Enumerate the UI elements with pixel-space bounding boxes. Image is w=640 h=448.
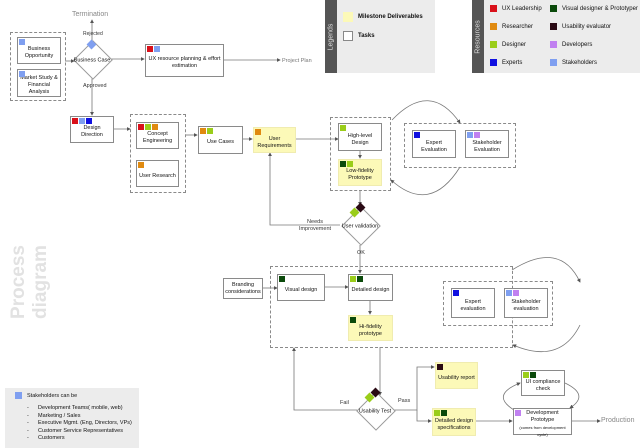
high-level-design-node[interactable]: High-level Design	[338, 123, 382, 151]
resources-heading: Resources	[472, 0, 484, 73]
low-fidelity-prototype-node[interactable]: Low-fidelity Prototype	[338, 159, 382, 186]
user-validation-label: User validation	[341, 223, 379, 230]
node-label: Market Study & Financial Analysis	[20, 75, 58, 95]
evaluation-group	[404, 123, 516, 168]
ok-label: OK	[357, 250, 365, 256]
branding-considerations-node[interactable]: Branding considerations	[223, 278, 263, 299]
expert-evaluation-node[interactable]: Expert Evaluation	[412, 130, 456, 158]
evaluation-group-2	[443, 281, 553, 326]
resource-developers: Developers	[550, 41, 592, 48]
business-case-label: Business Case	[73, 57, 111, 64]
user-requirements-node[interactable]: User Requirements	[253, 127, 296, 153]
approved-label: Approved	[83, 83, 107, 89]
node-label: Use Cases	[207, 139, 234, 145]
stakeholders-list: - Development Teams( mobile, web) - Mark…	[27, 405, 132, 443]
stakeholders-swatch	[19, 39, 25, 45]
stakeholder-evaluation-node[interactable]: Stakeholder Evaluation	[465, 130, 509, 158]
usability-test-label: Usability Test	[358, 408, 392, 415]
resource-ux-leadership: UX Leadership	[490, 5, 542, 12]
user-research-node[interactable]: User Research	[136, 160, 179, 187]
stakeholders-heading: Stakeholders can be	[27, 393, 78, 399]
termination-label: Termination	[72, 11, 109, 18]
production-label: Production	[601, 417, 635, 424]
hi-fidelity-prototype-node[interactable]: Hi-fidelity prototype	[348, 315, 393, 341]
stakeholder-evaluation-node-2[interactable]: Stakeholder evaluation	[504, 288, 548, 318]
node-label: Development Prototype	[526, 410, 559, 423]
node-label: Usability report	[438, 374, 475, 381]
node-label: Detailed design	[351, 286, 390, 293]
detailed-design-node[interactable]: Detailed design	[348, 274, 393, 301]
list-item: - Marketing / Sales	[27, 412, 81, 419]
node-label: UX resource planning & effort estimation	[148, 56, 221, 69]
development-prototype-node[interactable]: Development Prototype (comes from develop…	[513, 408, 572, 437]
node-label: Expert evaluation	[460, 298, 486, 312]
ui-compliance-check-node[interactable]: UI compliance check	[521, 370, 565, 396]
stakeholders-note: Stakeholders can be - Development Teams(…	[5, 388, 139, 448]
resource-stakeholders: Stakeholders	[550, 59, 597, 66]
resource-researcher: Researcher	[490, 23, 533, 30]
resource-experts: Experts	[490, 59, 522, 66]
expert-evaluation-node-2[interactable]: Expert evaluation	[451, 288, 495, 318]
node-label: Business Opportunity	[24, 46, 54, 59]
node-label: UI compliance check	[525, 378, 561, 392]
market-study-node[interactable]: Market Study & Financial Analysis	[17, 69, 61, 97]
node-label: User Research	[139, 172, 176, 179]
resource-designer: Designer	[490, 41, 526, 48]
node-label: Concept Engineering	[142, 131, 173, 144]
legend-item-tasks: Tasks	[343, 31, 375, 41]
prototype-group	[330, 117, 391, 191]
stakeholders-swatch	[19, 71, 25, 77]
resources-panel: Resources UX Leadership Researcher Desig…	[472, 0, 640, 73]
list-item: - Customers	[27, 435, 65, 442]
node-label: Stakeholder evaluation	[511, 298, 541, 312]
node-note: (comes from development cycle)	[519, 425, 566, 437]
rejected-label: Rejected	[83, 31, 103, 37]
business-opportunity-node[interactable]: Business Opportunity	[17, 37, 61, 64]
usability-report-node[interactable]: Usability report	[435, 362, 478, 389]
resource-usability-evaluator: Usability evaluator	[550, 23, 611, 30]
node-label: User Requirements	[257, 135, 292, 149]
project-plan-label: Project Plan	[282, 58, 312, 64]
legend-item-milestone: Milestone Deliverables	[343, 12, 423, 22]
legend-heading: Legends	[325, 0, 337, 73]
stakeholders-swatch	[15, 392, 22, 399]
detailed-design-specifications-node[interactable]: Detailed design specifications	[432, 408, 476, 436]
needs-improvement-label: Needs Improvement	[298, 219, 332, 232]
list-item: - Development Teams( mobile, web)	[27, 405, 123, 411]
node-label: High-level Design	[347, 132, 373, 146]
visual-design-node[interactable]: Visual design	[277, 274, 325, 301]
ux-resource-planning-node[interactable]: UX resource planning & effort estimation	[145, 44, 224, 77]
research-group	[130, 114, 186, 193]
design-direction-node[interactable]: Design Direction	[70, 116, 114, 143]
node-label: Branding considerations	[225, 281, 261, 295]
pass-label: Pass	[398, 398, 411, 404]
fail-label: Fail	[340, 400, 349, 406]
node-label: Expert Evaluation	[421, 139, 447, 153]
list-item: - Customer Service Representatives	[27, 427, 123, 434]
legend-panel: Legends Milestone Deliverables Tasks	[325, 0, 435, 73]
stakeholders-swatch	[154, 46, 160, 52]
node-label: Stakeholder Evaluation	[472, 139, 502, 153]
resource-visual-designer: Visual designer & Prototyper	[550, 5, 638, 12]
use-cases-node[interactable]: Use Cases	[198, 126, 243, 154]
node-label: Low-fidelity Prototype	[346, 168, 374, 181]
node-label: Hi-fidelity prototype	[359, 323, 382, 337]
node-label: Detailed design specifications	[435, 417, 473, 431]
concept-engineering-node[interactable]: Concept Engineering	[136, 122, 179, 149]
node-label: Visual design	[284, 286, 318, 293]
list-item: - Executive Mgmt. (Eng, Directors, VPs)	[27, 420, 132, 427]
ux-leadership-swatch	[147, 46, 153, 52]
business-inputs-group	[10, 32, 66, 101]
node-label: Design Direction	[81, 125, 103, 138]
